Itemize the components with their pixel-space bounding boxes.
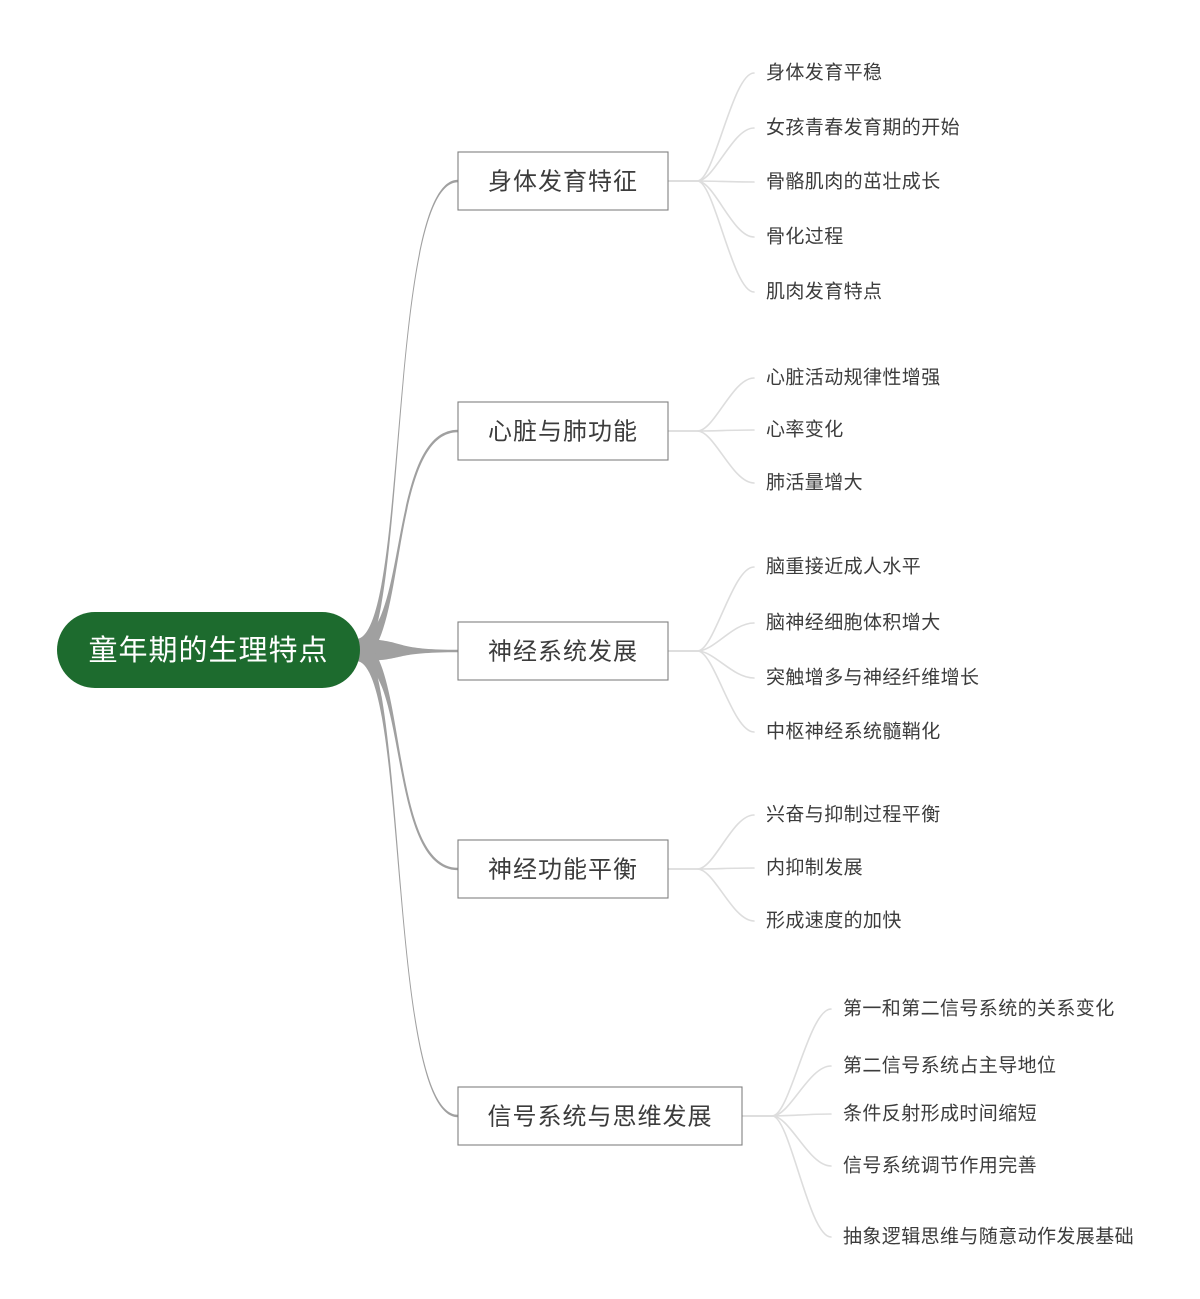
trunk-links-layer	[356, 179, 458, 1118]
leaf-node-label[interactable]: 突触增多与神经纤维增长	[766, 667, 979, 689]
leaf-node-label[interactable]: 第二信号系统占主导地位	[843, 1055, 1056, 1077]
leaf-connector	[667, 180, 755, 238]
leaf-node-label[interactable]: 骨化过程	[766, 226, 844, 248]
trunk-connector	[356, 639, 458, 661]
root-node-label: 童年期的生理特点	[88, 634, 328, 667]
branch-node-box[interactable]	[457, 1086, 743, 1146]
trunk-connector	[356, 639, 458, 1118]
leaf-node-label[interactable]: 条件反射形成时间缩短	[843, 1103, 1037, 1125]
root-node-layer: 童年期的生理特点	[57, 612, 360, 688]
leaf-node-label[interactable]: 肺活量增大	[766, 472, 863, 494]
leaf-connector	[741, 1008, 832, 1117]
leaf-node-label[interactable]: 身体发育平稳	[766, 62, 882, 84]
leaf-connector	[667, 430, 755, 484]
leaf-connector	[741, 1065, 832, 1117]
branch-node-3[interactable]: 神经系统发展	[457, 621, 669, 681]
leaf-connector	[741, 1115, 832, 1238]
branch-node-box[interactable]	[457, 151, 669, 211]
leaf-node-label[interactable]: 脑重接近成人水平	[766, 556, 921, 578]
leaf-nodes-layer: 身体发育平稳女孩青春发育期的开始骨骼肌肉的茁壮成长骨化过程肌肉发育特点心脏活动规…	[766, 62, 1134, 1248]
leaf-node-label[interactable]: 形成速度的加快	[766, 910, 902, 932]
leaf-node-label[interactable]: 肌肉发育特点	[766, 281, 882, 303]
trunk-connector	[356, 179, 458, 662]
leaf-node-label[interactable]: 脑神经细胞体积增大	[766, 612, 941, 634]
leaf-node-label[interactable]: 信号系统调节作用完善	[843, 1155, 1037, 1177]
branch-node-box[interactable]	[457, 401, 669, 461]
leaf-connector	[667, 127, 755, 182]
branch-node-1[interactable]: 身体发育特征	[457, 151, 669, 211]
trunk-connector	[356, 429, 458, 661]
leaf-connector	[667, 180, 755, 293]
leaf-connector	[667, 814, 755, 870]
leaf-links-layer	[667, 72, 832, 1238]
root-node-shape[interactable]	[57, 612, 360, 688]
leaf-node-label[interactable]: 抽象逻辑思维与随意动作发展基础	[843, 1226, 1134, 1248]
leaf-node-label[interactable]: 骨骼肌肉的茁壮成长	[766, 171, 941, 193]
branch-node-label: 信号系统与思维发展	[488, 1104, 713, 1131]
branch-node-4[interactable]: 神经功能平衡	[457, 839, 669, 899]
leaf-connector	[667, 377, 755, 432]
branch-node-box[interactable]	[457, 839, 669, 899]
leaf-connector	[667, 650, 755, 733]
branch-node-label: 心脏与肺功能	[488, 419, 638, 446]
leaf-connector	[741, 1115, 832, 1167]
leaf-node-label[interactable]: 心脏活动规律性增强	[766, 367, 941, 389]
branch-node-label: 神经系统发展	[488, 639, 638, 666]
leaf-node-label[interactable]: 中枢神经系统髓鞘化	[766, 721, 941, 743]
branch-node-box[interactable]	[457, 621, 669, 681]
branch-node-5[interactable]: 信号系统与思维发展	[457, 1086, 743, 1146]
branch-node-2[interactable]: 心脏与肺功能	[457, 401, 669, 461]
leaf-node-label[interactable]: 女孩青春发育期的开始	[766, 117, 960, 139]
leaf-node-label[interactable]: 兴奋与抑制过程平衡	[766, 804, 941, 826]
leaf-connector	[667, 868, 755, 922]
branch-node-label: 神经功能平衡	[488, 857, 638, 884]
branch-node-label: 身体发育特征	[488, 169, 638, 196]
leaf-connector	[667, 72, 755, 182]
leaf-node-label[interactable]: 心率变化	[766, 419, 844, 441]
leaf-connector	[667, 566, 755, 652]
leaf-node-label[interactable]: 第一和第二信号系统的关系变化	[843, 998, 1115, 1020]
leaf-node-label[interactable]: 内抑制发展	[766, 857, 863, 879]
